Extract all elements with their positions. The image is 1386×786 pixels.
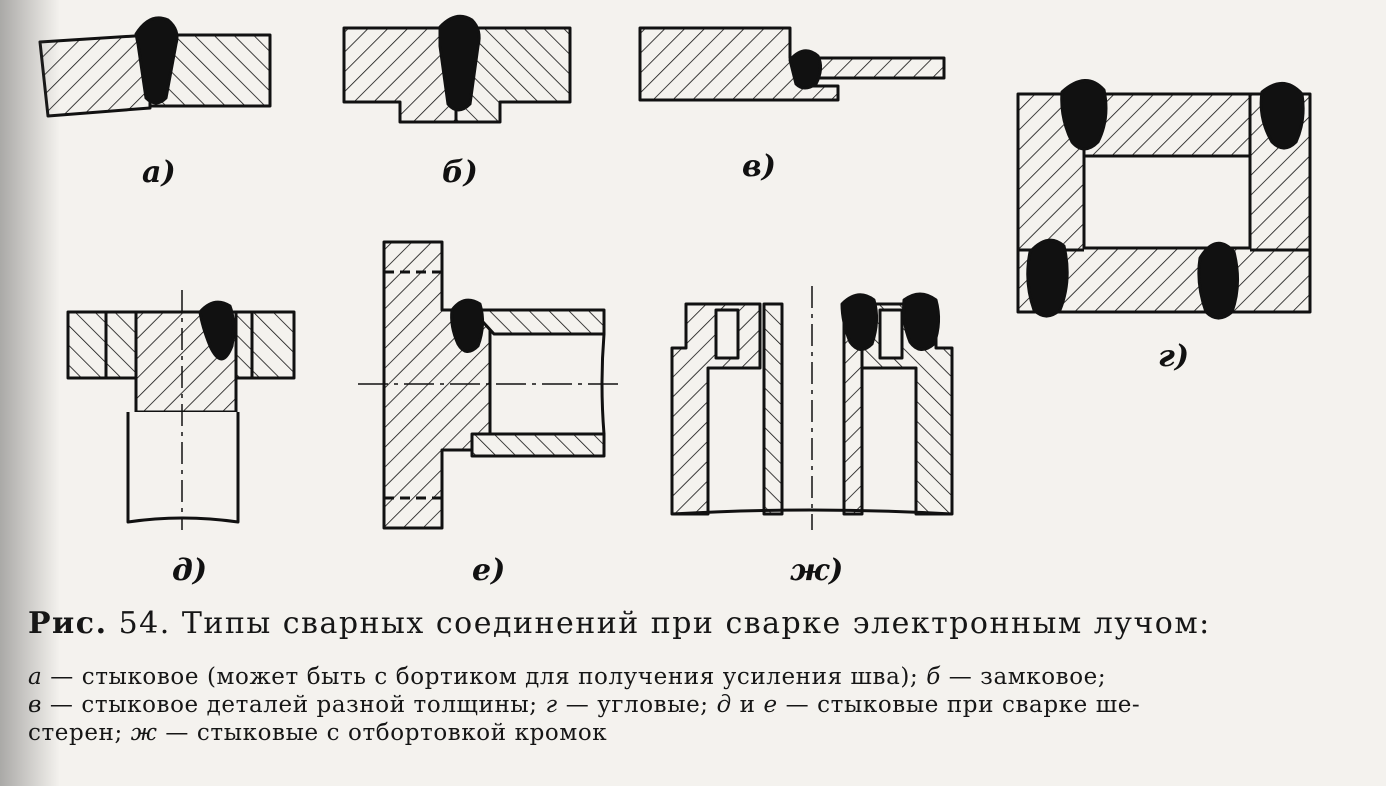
caption-text-b: — замковое; xyxy=(940,664,1107,690)
caption-text-and: и xyxy=(731,692,764,718)
caption-title: Рис. 54. Типы сварных соединений при сва… xyxy=(28,606,1358,641)
joint-g-corner xyxy=(1016,79,1312,320)
label-zh: ж) xyxy=(790,553,843,588)
caption-number: 54. xyxy=(118,606,171,641)
caption-title-text: Типы сварных соединений при сварке элект… xyxy=(181,606,1211,641)
joint-e-gear-butt xyxy=(358,240,620,530)
caption-text-g: — угловые; xyxy=(557,692,717,718)
label-e: е) xyxy=(472,553,505,588)
joint-zh-flanged-butt xyxy=(670,286,954,530)
welded-joints-figure: а) б) в) г) д) е) ж) xyxy=(38,14,1312,588)
caption-text-gears: стерен; xyxy=(28,720,131,746)
caption-line-2: в — стыковое деталей разной толщины; г —… xyxy=(28,691,1358,719)
caption-text-v: — стыковое деталей разной толщины; xyxy=(42,692,546,718)
caption-text-zh: — стыковые с отбортовкой кромок xyxy=(157,720,608,746)
caption-line-3: стерен; ж — стыковые с отбортовкой кромо… xyxy=(28,719,1358,747)
caption-letter-b: б xyxy=(926,664,941,690)
caption-prefix: Рис. xyxy=(28,606,108,641)
caption-letter-v: в xyxy=(28,692,42,718)
caption-letter-g: г xyxy=(545,692,558,718)
figure-caption: Рис. 54. Типы сварных соединений при сва… xyxy=(28,606,1358,747)
caption-letter-zh: ж xyxy=(130,720,158,746)
caption-line-1: а — стыковое (может быть с бортиком для … xyxy=(28,663,1358,691)
label-a: а) xyxy=(142,155,176,190)
caption-text-e: — стыковые при сварке ше- xyxy=(777,692,1141,718)
label-v: в) xyxy=(742,149,776,184)
joint-v-different-thickness xyxy=(638,26,946,102)
label-g: г) xyxy=(1158,339,1189,374)
joint-d-gear-butt xyxy=(66,290,296,530)
joint-b-lock xyxy=(342,14,572,124)
caption-letter-a: а xyxy=(28,664,43,690)
caption-letter-d: д xyxy=(716,692,732,718)
label-b: б) xyxy=(442,155,478,190)
label-d: д) xyxy=(172,553,207,588)
caption-text-a: — стыковое (может быть с бортиком для по… xyxy=(42,664,927,690)
caption-letter-e: е xyxy=(763,692,778,718)
joint-a-butt xyxy=(38,16,272,118)
